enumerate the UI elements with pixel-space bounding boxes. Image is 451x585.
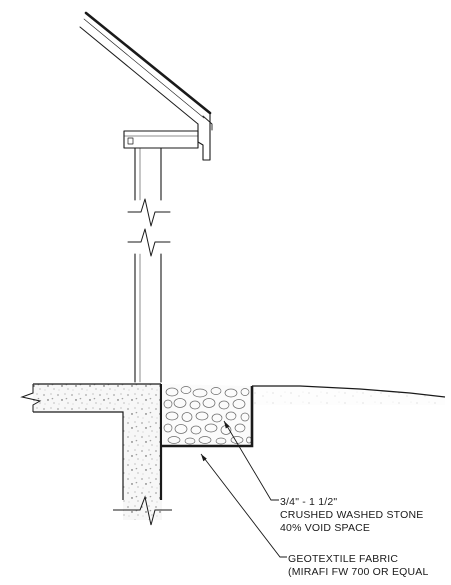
roof-sheathing-line (83, 18, 205, 119)
fabric-callout-label: GEOTEXTILE FABRIC (MIRAFI FW 700 OR EQUA… (288, 553, 429, 579)
break-line-upper (127, 198, 171, 227)
fabric-spec-text: (MIRAFI FW 700 OR EQUAL (288, 566, 429, 578)
leader-arrowheads (201, 421, 230, 462)
grade-line (252, 385, 446, 398)
stone-size-text: 3/4" - 1 1/2" (280, 496, 338, 508)
roof-top-line (84, 11, 212, 115)
crushed-stone-pattern (163, 386, 252, 445)
wall-lower-segment (134, 253, 162, 383)
stone-void-text: 40% VOID SPACE (280, 522, 371, 534)
soffit-vent (127, 137, 134, 145)
exterior-wall (127, 147, 171, 383)
stone-callout-label: 3/4" - 1 1/2" CRUSHED WASHED STONE 40% V… (280, 496, 423, 535)
stone-leader-line (223, 420, 279, 501)
stone-trench (162, 384, 254, 448)
stone-leader-arrowhead (224, 421, 230, 429)
fabric-leader-arrowhead (201, 454, 207, 462)
foundation-break-line (113, 495, 172, 526)
fabric-leader-line (200, 453, 287, 558)
geotextile-fabric-liner (162, 386, 254, 448)
concrete-slab-and-wall (33, 384, 162, 520)
soil-surface-fill (252, 386, 445, 405)
fabric-type-text: GEOTEXTILE FABRIC (288, 553, 399, 565)
finished-grade (252, 385, 446, 405)
stone-type-text: CRUSHED WASHED STONE (280, 509, 424, 521)
break-line-lower (127, 228, 171, 257)
roof-rafter-bottom-line (79, 26, 199, 125)
roof-overhang (79, 11, 213, 161)
soffit (123, 130, 199, 149)
drip-edge-flashing (202, 115, 213, 131)
wall-upper-segment (134, 147, 162, 201)
foundation (20, 383, 172, 526)
slab-bottom-edge (33, 411, 124, 500)
leader-lines (200, 420, 287, 558)
slab-break-line (20, 384, 42, 412)
